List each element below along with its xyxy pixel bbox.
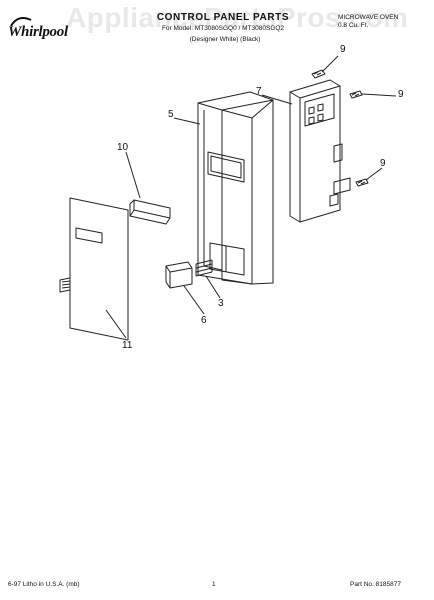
leader-11 — [105, 309, 127, 339]
leader-7 — [261, 94, 293, 105]
page-title: CONTROL PANEL PARTS — [156, 12, 290, 23]
watermark: AppliancePartsPros.com — [66, 2, 409, 33]
control-panel-frame — [197, 91, 274, 285]
leader-9b — [361, 93, 397, 97]
product-capacity: 0.8 Cu. Ft. — [338, 22, 369, 29]
brand-logo: Whirlpool — [8, 17, 92, 48]
callout-11: 11 — [122, 340, 133, 351]
color-line: (Designer White) (Black) — [189, 36, 261, 43]
model-line: For Model: MT3080SGQ0 / MT3080SGQ2 — [161, 25, 285, 32]
footer-page-number: 1 — [212, 581, 216, 588]
callout-9-middle: 9 — [398, 89, 404, 100]
screw-top — [311, 69, 326, 79]
control-overlay — [59, 197, 129, 341]
leader-9a — [321, 55, 339, 73]
callout-9-top: 9 — [340, 44, 346, 55]
screw-middle — [349, 90, 363, 99]
callout-10: 10 — [117, 142, 129, 153]
callout-3: 3 — [218, 298, 224, 309]
control-board — [289, 79, 351, 223]
leader-9c — [365, 167, 383, 181]
callout-6: 6 — [201, 315, 207, 326]
leader-6 — [183, 285, 205, 315]
leader-10 — [125, 151, 141, 199]
button-part — [129, 199, 171, 225]
callout-7: 7 — [256, 86, 262, 97]
callout-9-bottom: 9 — [380, 158, 386, 169]
screw-bottom — [355, 178, 369, 187]
leader-5 — [173, 117, 201, 125]
spring-part — [195, 259, 213, 277]
product-info: MICROWAVE OVEN 0.8 Cu. Ft. — [338, 14, 428, 30]
latch-part — [165, 261, 193, 289]
brand-swoosh-icon — [10, 17, 32, 27]
product-type: MICROWAVE OVEN — [338, 14, 399, 21]
leader-3 — [205, 275, 221, 299]
brand-name: Whirlpool — [8, 24, 68, 40]
callout-5: 5 — [168, 109, 174, 120]
footer-part-number: Part No. 8185877 — [350, 581, 401, 588]
footer-print-info: 6-97 Litho in U.S.A. (mb) — [8, 581, 80, 588]
